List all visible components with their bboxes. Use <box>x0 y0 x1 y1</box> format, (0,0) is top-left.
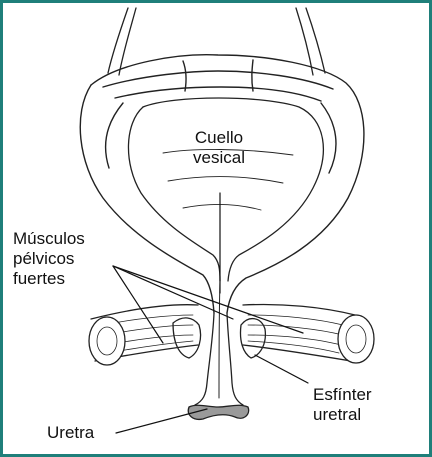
leader-muscles-3 <box>113 266 303 333</box>
label-urethra: Uretra <box>47 423 94 443</box>
label-pelvic-muscles-line3: fuertes <box>13 269 85 289</box>
label-bladder-neck: Cuello vesical <box>179 128 259 168</box>
label-bladder-neck-line1: Cuello <box>179 128 259 148</box>
label-pelvic-muscles-line1: Músculos <box>13 229 85 249</box>
pelvic-muscle-left-drawing <box>89 305 201 365</box>
leader-muscles-2 <box>113 266 233 319</box>
label-pelvic-muscles-line2: pélvicos <box>13 249 85 269</box>
label-bladder-neck-line2: vesical <box>179 148 259 168</box>
pelvic-muscle-right-drawing <box>240 304 374 363</box>
label-sphincter: Esfínter uretral <box>313 385 372 425</box>
leader-urethra <box>116 409 207 433</box>
label-sphincter-line1: Esfínter <box>313 385 372 405</box>
label-pelvic-muscles: Músculos pélvicos fuertes <box>13 229 85 289</box>
leader-sphincter <box>255 355 308 383</box>
label-sphincter-line2: uretral <box>313 405 372 425</box>
ureters-drawing <box>108 8 325 75</box>
bladder-wall-drawing <box>80 55 364 313</box>
